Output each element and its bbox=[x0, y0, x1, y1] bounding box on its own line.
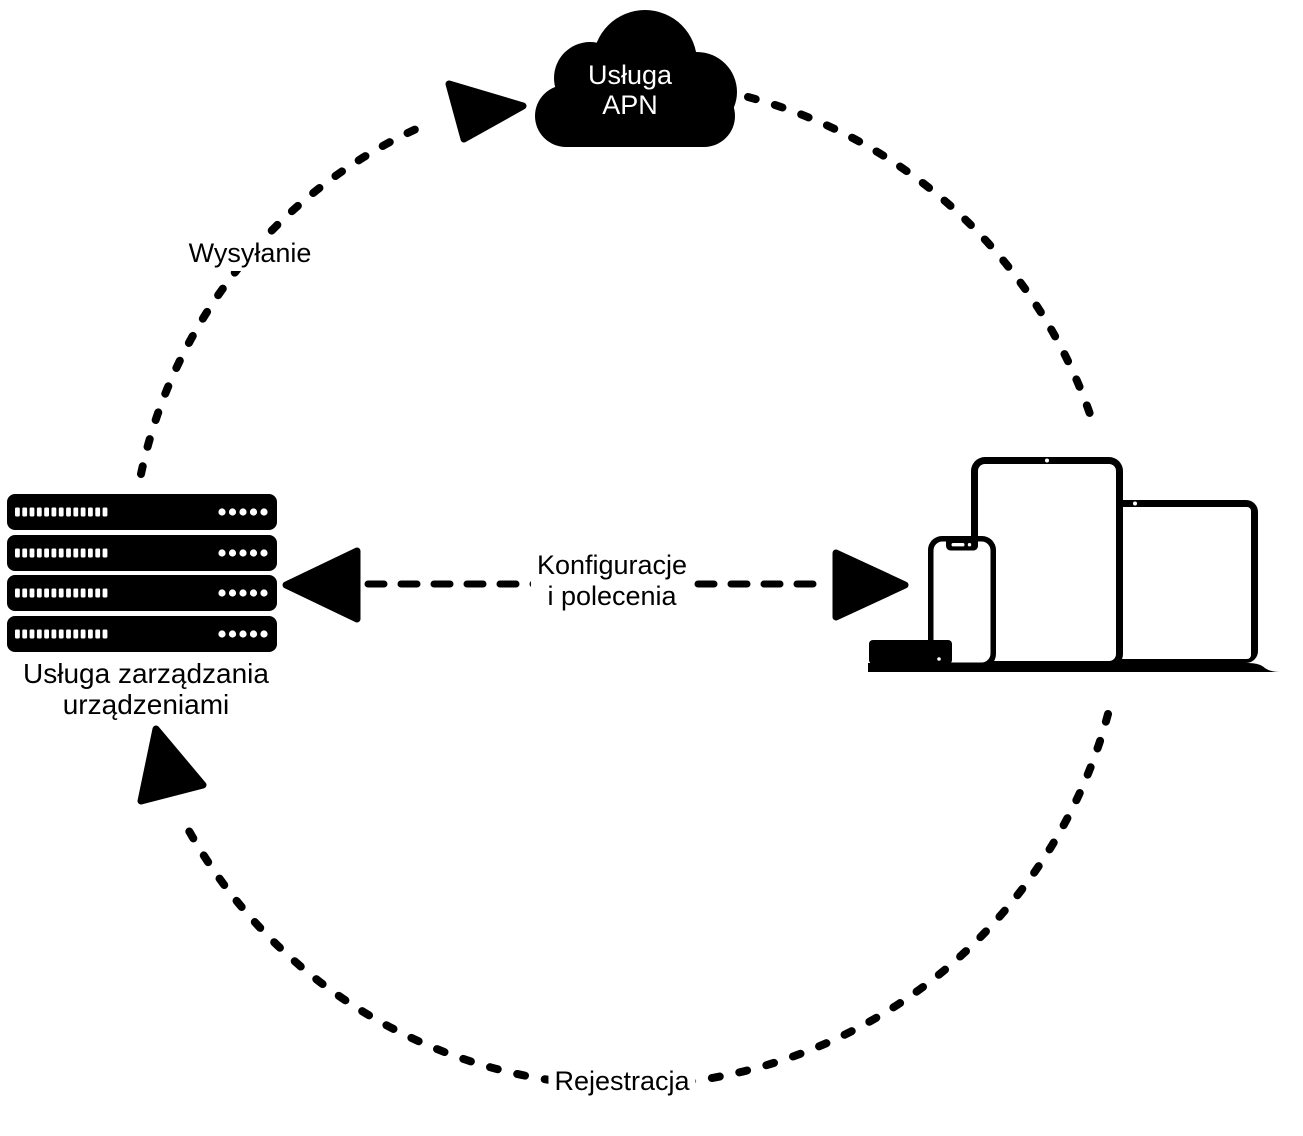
ipad-icon bbox=[971, 457, 1123, 668]
device-base-bar bbox=[868, 663, 1280, 672]
arc-devices-to-mdm bbox=[178, 710, 1112, 1090]
devices-icon bbox=[868, 457, 1280, 672]
arrowhead-to-mdm-left-icon bbox=[282, 547, 361, 623]
arrowhead-to-apn-icon bbox=[445, 80, 527, 143]
edge-label-config: Konfiguracje i polecenia bbox=[530, 548, 694, 614]
edge-label-send: Wysyłanie bbox=[182, 236, 318, 271]
arc-apn-to-devices bbox=[744, 93, 1096, 424]
arc-mdm-to-apn bbox=[137, 118, 436, 478]
arrowhead-to-devices-icon bbox=[832, 549, 909, 621]
mdm-label-line1: Usługa zarządzania bbox=[23, 658, 269, 689]
arrowhead-to-mdm-bottom-icon bbox=[137, 725, 207, 805]
edge-label-enroll: Rejestracja bbox=[548, 1064, 696, 1099]
cloud-icon bbox=[535, 10, 737, 147]
apple-tv-icon bbox=[869, 640, 952, 664]
config-label-line1: Konfiguracje bbox=[536, 550, 688, 580]
iphone-icon bbox=[928, 536, 996, 668]
mdm-node-label: Usługa zarządzania urządzeniami bbox=[17, 656, 275, 722]
config-label-line2: i polecenia bbox=[547, 581, 677, 611]
apn-node-label: Usługa APN bbox=[588, 60, 672, 120]
apn-label-line1: Usługa bbox=[587, 60, 673, 90]
server-rack-icon bbox=[7, 494, 277, 652]
mdm-label-line2: urządzeniami bbox=[62, 689, 230, 720]
apn-label-line2: APN bbox=[602, 90, 658, 120]
